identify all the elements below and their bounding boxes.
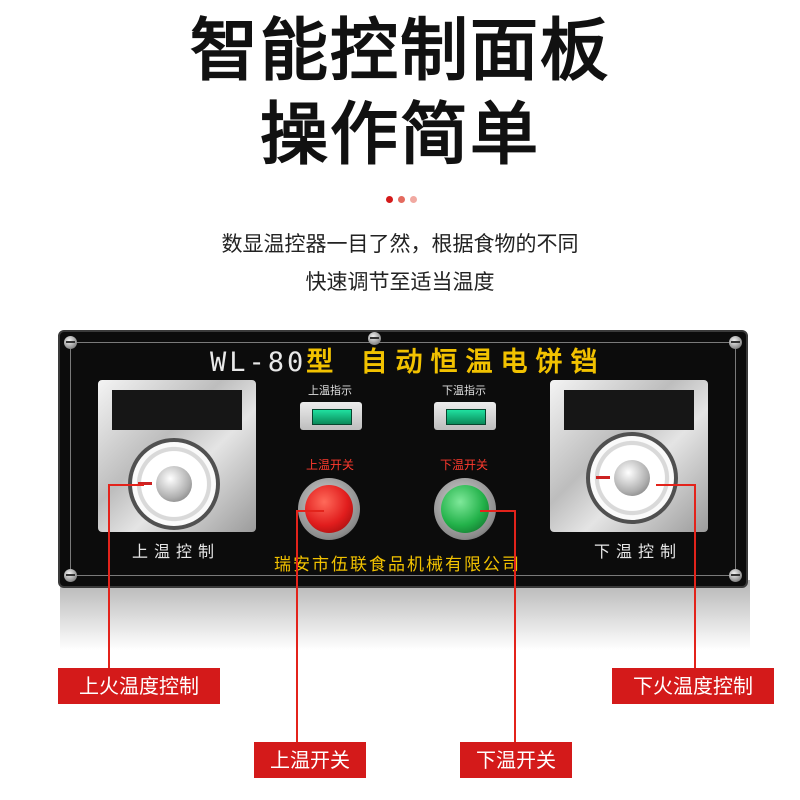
dot-2 xyxy=(398,196,405,203)
callout-line xyxy=(514,510,516,742)
dot-3 xyxy=(410,196,417,203)
dial-marker xyxy=(138,482,152,485)
callout-line xyxy=(480,510,516,512)
upper-switch-label: 上温开关 xyxy=(306,458,355,472)
lower-indicator-label: 下温指示 xyxy=(442,384,486,397)
subtitle-line-1: 数显温控器一目了然，根据食物的不同 xyxy=(221,232,579,256)
lower-power-button[interactable] xyxy=(434,478,496,540)
dial-knob[interactable] xyxy=(614,460,650,496)
lower-indicator-switch[interactable] xyxy=(434,402,496,430)
panel-border xyxy=(70,342,736,576)
dot-1 xyxy=(386,196,393,203)
callout-upper-temp-control: 上火温度控制 xyxy=(58,668,220,704)
model-title: WL-80型 自动恒温电饼铛 xyxy=(210,340,606,379)
headline-line-2: 操作简单 xyxy=(259,96,540,175)
indicator-lamp xyxy=(446,409,486,425)
decorative-dots xyxy=(386,196,426,204)
screw-icon xyxy=(368,332,381,345)
lower-control-label: 下温控制 xyxy=(594,542,683,561)
callout-lower-switch: 下温开关 xyxy=(460,742,572,778)
screw-icon xyxy=(729,569,742,582)
upper-indicator-label: 上温指示 xyxy=(308,384,352,397)
callout-line xyxy=(296,510,324,512)
indicator-lamp xyxy=(312,409,352,425)
lower-thermostat xyxy=(550,380,708,532)
product-name: 自动恒温电饼铛 xyxy=(360,347,606,378)
dial-knob[interactable] xyxy=(156,466,192,502)
dial-marker xyxy=(596,476,610,479)
callout-upper-switch: 上温开关 xyxy=(254,742,366,778)
model-suffix: 型 xyxy=(306,347,342,378)
upper-display-window xyxy=(112,390,242,430)
screw-icon xyxy=(64,569,77,582)
callout-lower-temp-control: 下火温度控制 xyxy=(612,668,774,704)
upper-thermostat xyxy=(98,380,256,532)
screw-icon xyxy=(729,336,742,349)
screw-icon xyxy=(64,336,77,349)
callout-line xyxy=(108,484,110,670)
callout-line xyxy=(694,484,696,670)
upper-control-label: 上温控制 xyxy=(132,542,221,561)
button-cap xyxy=(441,485,489,533)
manufacturer-label: 瑞安市伍联食品机械有限公司 xyxy=(274,555,521,575)
panel-reflection xyxy=(60,580,750,650)
callout-line xyxy=(108,484,144,486)
upper-indicator-switch[interactable] xyxy=(300,402,362,430)
callout-line xyxy=(656,484,696,486)
upper-power-button[interactable] xyxy=(298,478,360,540)
lower-display-window xyxy=(564,390,694,430)
lower-switch-label: 下温开关 xyxy=(440,458,489,472)
lower-temp-dial[interactable] xyxy=(586,432,678,524)
subtitle-line-2: 快速调节至适当温度 xyxy=(305,270,495,294)
control-panel: WL-80型 自动恒温电饼铛 上温控制 下温控制 上温指示 下温指示 上温开关 … xyxy=(58,330,748,588)
model-number: WL-80 xyxy=(210,347,307,378)
headline-line-1: 智能控制面板 xyxy=(189,12,610,91)
button-cap xyxy=(305,485,353,533)
callout-line xyxy=(296,510,298,742)
